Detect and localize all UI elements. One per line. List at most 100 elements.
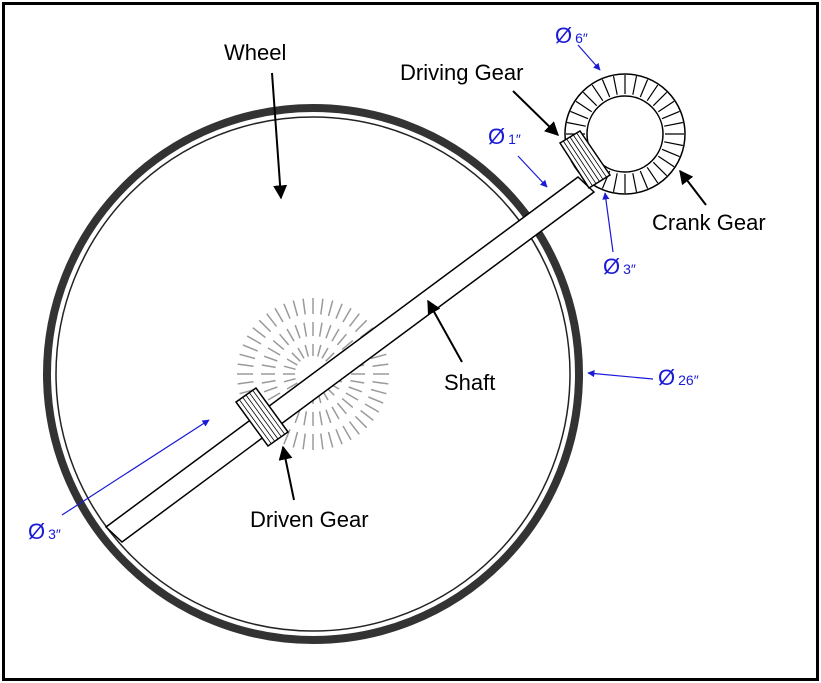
hidden-gear-tooth	[370, 388, 387, 395]
hidden-gear-tooth	[237, 363, 254, 367]
hidden-gear-tooth	[252, 327, 266, 339]
hidden-gear-tooth	[261, 379, 276, 384]
hidden-gear-tooth	[292, 431, 299, 448]
hidden-gear-tooth	[279, 333, 290, 346]
driven-gear-leader-arrow	[278, 445, 295, 501]
hidden-gear-tooth	[331, 328, 340, 342]
crank-gear-dim-arrow	[577, 44, 601, 71]
hidden-gear-tooth	[335, 429, 343, 445]
crank-gear-tooth	[612, 173, 618, 193]
hidden-gear-tooth	[283, 303, 291, 319]
hidden-gear-tooth	[286, 328, 295, 342]
wheel-rim-inner	[55, 116, 571, 632]
driven-gear-label: Driven Gear	[250, 507, 369, 532]
hidden-gear-tooth	[342, 425, 352, 441]
diameter-symbol: Ø	[28, 519, 46, 544]
gear-tooth	[248, 392, 282, 437]
driving-gear-label: Driving Gear	[400, 60, 524, 85]
crank-gear-tooth	[646, 84, 659, 102]
crank-gear-tooth	[575, 100, 593, 113]
crank-gear-tooth	[657, 155, 675, 168]
hidden-gear-tooth	[302, 433, 306, 450]
crank-gear-tooth	[664, 121, 684, 127]
hidden-gear-tooth	[261, 364, 276, 369]
hidden-gear-tooth	[294, 409, 301, 424]
hidden-gear-tooth	[263, 386, 278, 393]
shaft-diameter-value: 1″	[508, 131, 521, 147]
hidden-gear-tooth	[370, 353, 387, 360]
hidden-gear-tooth	[302, 298, 306, 315]
crank-gear-tooth	[639, 170, 649, 189]
driving-gear	[558, 129, 612, 190]
crank-gear-tooth	[570, 110, 589, 120]
hidden-gear-tooth	[336, 402, 347, 415]
hidden-gear-tooth	[345, 392, 359, 401]
crank-gear-tooth	[652, 161, 668, 177]
driving-gear-leader-arrow	[512, 90, 560, 136]
hidden-gear-tooth	[239, 353, 256, 360]
hidden-gear-tooth	[292, 300, 299, 317]
hidden-gear-tooth	[327, 431, 334, 448]
hidden-gear-tooth	[320, 433, 324, 450]
hidden-gear-tooth	[283, 377, 296, 383]
crank-gear-tooth	[657, 100, 675, 113]
hidden-gear-tooth	[258, 319, 272, 333]
diameter-symbol: Ø	[488, 124, 506, 149]
crank-gear-tooth	[612, 75, 618, 95]
hidden-gear-tooth	[263, 355, 278, 362]
diameter-symbol: Ø	[603, 254, 621, 279]
hidden-gear-tooth	[246, 335, 262, 345]
hidden-gear-tooth	[320, 298, 324, 315]
crank-gear-tooth	[661, 148, 680, 158]
crank-gear-label: Crank Gear	[652, 210, 766, 235]
hidden-gear-tooth	[325, 324, 332, 339]
crank-gear-tooth	[632, 173, 638, 193]
gear-tooth	[245, 394, 279, 440]
crank-gear-tooth	[582, 91, 598, 107]
hidden-gear-tooth	[303, 411, 308, 426]
driven-gear-dim-arrow	[61, 419, 210, 516]
crank-gear-tooth	[591, 84, 604, 102]
hidden-gear-tooth	[303, 322, 308, 337]
hidden-gear-tooth	[348, 313, 360, 327]
shaft-leader-arrow	[427, 299, 463, 363]
hidden-gear-tooth	[286, 382, 298, 390]
shaft-label: Shaft	[444, 370, 496, 395]
driving-gear-teeth	[562, 132, 607, 187]
wheel-dim-arrow	[587, 370, 654, 380]
hidden-gear-tooth	[267, 347, 281, 356]
hidden-gear-tooth	[348, 386, 363, 393]
shaft	[104, 176, 596, 543]
hidden-gear-tooth	[341, 340, 354, 351]
hidden-gear-tooth	[360, 409, 374, 421]
hidden-gear-tooth	[291, 352, 301, 362]
crank-gear-diameter-value: 6″	[575, 30, 588, 46]
driven-gear-teeth	[238, 390, 286, 444]
hidden-gear-tooth	[316, 344, 322, 357]
shaft-dim-arrow	[517, 155, 548, 188]
gear-tooth	[238, 399, 272, 444]
dimension-arrows	[61, 44, 654, 516]
hidden-gear-tooth	[297, 347, 305, 359]
hidden-gear-tooth	[364, 403, 380, 413]
hidden-gear-tooth	[331, 406, 340, 420]
shaft-body	[104, 176, 596, 543]
driven-gear	[234, 386, 290, 448]
hidden-gear-tooth	[335, 303, 343, 319]
leader-arrows	[271, 72, 707, 501]
hidden-gear-tooth	[267, 392, 281, 401]
hidden-gear-tooth	[372, 381, 389, 385]
diameter-symbol: Ø	[658, 365, 676, 390]
hidden-gear-tooth	[283, 429, 291, 445]
gear-tooth	[562, 140, 593, 187]
gear-tooth	[576, 132, 607, 178]
wheel-leader-arrow	[271, 72, 288, 200]
crank-gear-tooth	[664, 141, 684, 147]
hidden-gear-tooth	[242, 344, 258, 352]
driving-gear-diameter-value: 3″	[623, 261, 636, 277]
